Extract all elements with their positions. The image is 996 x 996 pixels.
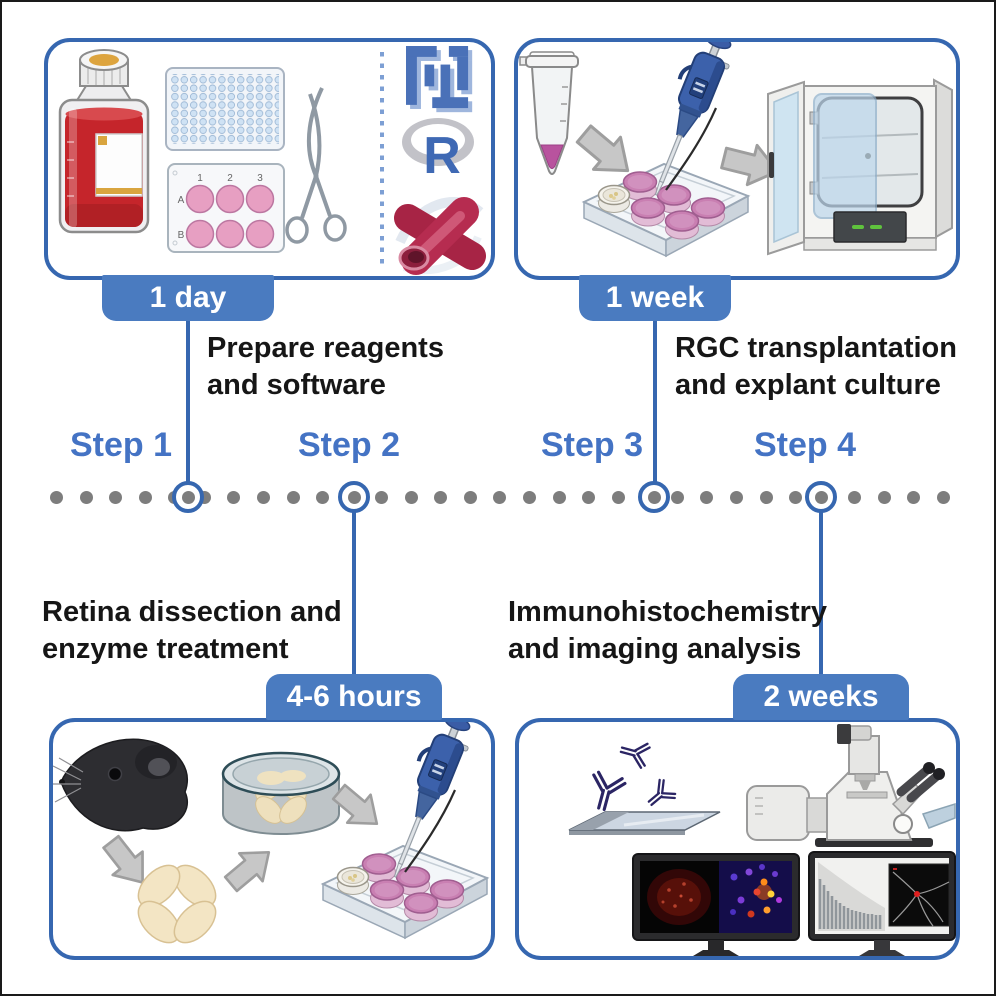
step4-label: Step 4 [754,426,857,464]
panel-step1-prepare-reagents: 1 2 3 A B [44,38,495,280]
timeline-dot [936,490,950,504]
timeline-dot [877,490,891,504]
connector-step1 [185,314,191,482]
timeline-dot [523,490,536,504]
timeline-dot [759,490,773,504]
panel-step2-retina-dissection [49,718,495,960]
duration-badge-step2: 4-6 hours [266,674,442,720]
media-bottle-icon [58,49,150,234]
svg-text:B: B [178,230,185,241]
timeline-dot [670,490,684,504]
timeline-marker-step1 [172,481,204,513]
timeline-dot [700,490,714,504]
96-well-plate-icon [165,67,285,151]
antibody-icon [617,736,652,770]
timeline-dot [50,490,63,504]
timeline-dot [227,490,241,504]
svg-text:A: A [178,195,185,206]
connector-step3 [652,314,658,482]
timeline-dot [582,490,596,504]
timeline-dot [789,490,803,504]
duration-badge-step3: 1 week [579,275,731,321]
timeline-dot [256,490,270,504]
connector-step4 [818,512,824,678]
timeline-dot [286,490,300,504]
microscope-slide-icon [568,811,721,835]
step3-label: Step 3 [541,426,644,464]
timeline-dot [463,490,477,504]
step1-label: Step 1 [70,426,173,464]
timeline-marker-step2 [338,481,370,513]
gray-arrow-icon [218,837,282,900]
timeline-dot [109,490,123,504]
svg-text:1: 1 [197,173,203,184]
fluorescence-monitor-icon [632,853,800,956]
timeline-dot [375,490,389,504]
timeline-dot [316,490,330,504]
timeline-dot [729,490,743,504]
timeline-dot [79,490,93,504]
imagej-fiji-logo [406,46,473,113]
panel-step4-imaging-analysis [515,718,960,960]
retina-flatmount-icon [137,864,217,944]
timeline-dot [611,490,625,504]
dissection-dish-icon [221,751,341,835]
r-logo: R [402,118,474,185]
timeline-dot [493,490,507,504]
microcentrifuge-tube-icon [519,51,579,175]
timeline-dot [404,490,418,504]
incubator-icon [767,78,953,256]
step2-label: Step 2 [298,426,401,464]
timeline-dot [434,490,448,504]
curved-scissors-icon [285,87,347,244]
timeline-marker-step3 [638,481,670,513]
analysis-monitor-icon [808,851,956,956]
timeline-dot [138,490,152,504]
vessel-cross-3d-icon [394,197,486,275]
timeline-dot [907,490,921,504]
svg-text:2: 2 [227,173,233,184]
timeline-marker-step4 [805,481,837,513]
timeline-dot [552,490,566,504]
svg-text:3: 3 [257,173,263,184]
antibody-icon [584,769,628,815]
6-well-plate-icon: 1 2 3 A B [167,163,285,253]
duration-badge-step4: 2 weeks [733,674,909,720]
svg-text:R: R [423,127,461,185]
antibody-icon [641,776,679,814]
mouse-head-icon [53,738,188,832]
timeline-dot [848,490,862,504]
duration-badge-step1: 1 day [102,275,274,321]
confocal-microscope-icon [746,724,956,847]
connector-step2 [351,512,357,678]
panel-step3-transplantation-culture [514,38,960,280]
